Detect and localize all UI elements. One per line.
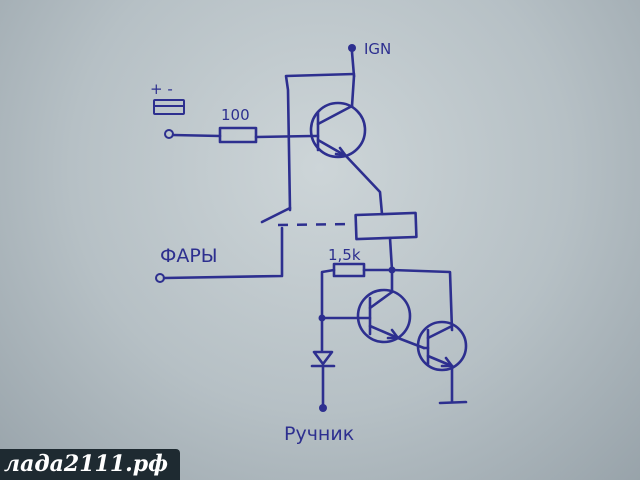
ign-terminal: IGN — [348, 40, 391, 78]
input-terminal — [164, 129, 174, 139]
resistor-1-5k: 1,5k — [328, 246, 366, 278]
darlington-link-wire — [396, 336, 426, 350]
site-watermark: лада2111.рф — [0, 449, 181, 480]
transistor-right — [416, 320, 468, 372]
top-rail-wire — [284, 72, 356, 212]
diode-icon — [310, 316, 336, 406]
transistor-middle — [322, 268, 412, 344]
coil-drop-wire — [388, 236, 394, 272]
resistor-1-5k-label: 1,5k — [328, 246, 361, 264]
input-wire — [171, 133, 222, 138]
ground-icon — [438, 364, 468, 405]
transistor-top — [309, 74, 367, 159]
emitter-wire — [344, 154, 384, 216]
handbrake-label: Ручник — [284, 423, 354, 445]
base-wire — [254, 134, 314, 139]
right-rail-wire — [390, 268, 454, 332]
ign-label: IGN — [364, 40, 391, 58]
relay-switch — [260, 206, 355, 227]
resistor-100-label: 100 — [221, 106, 250, 124]
headlights-wire — [162, 226, 284, 280]
battery-icon: + - — [150, 80, 185, 115]
battery-polarity-label: + - — [150, 80, 173, 98]
left-feed-wire — [320, 268, 336, 320]
relay-coil — [354, 211, 418, 241]
resistor-100: 100 — [218, 106, 258, 144]
handbrake-terminal: Ручник — [284, 404, 354, 445]
headlights-label: ФАРЫ — [160, 245, 218, 267]
